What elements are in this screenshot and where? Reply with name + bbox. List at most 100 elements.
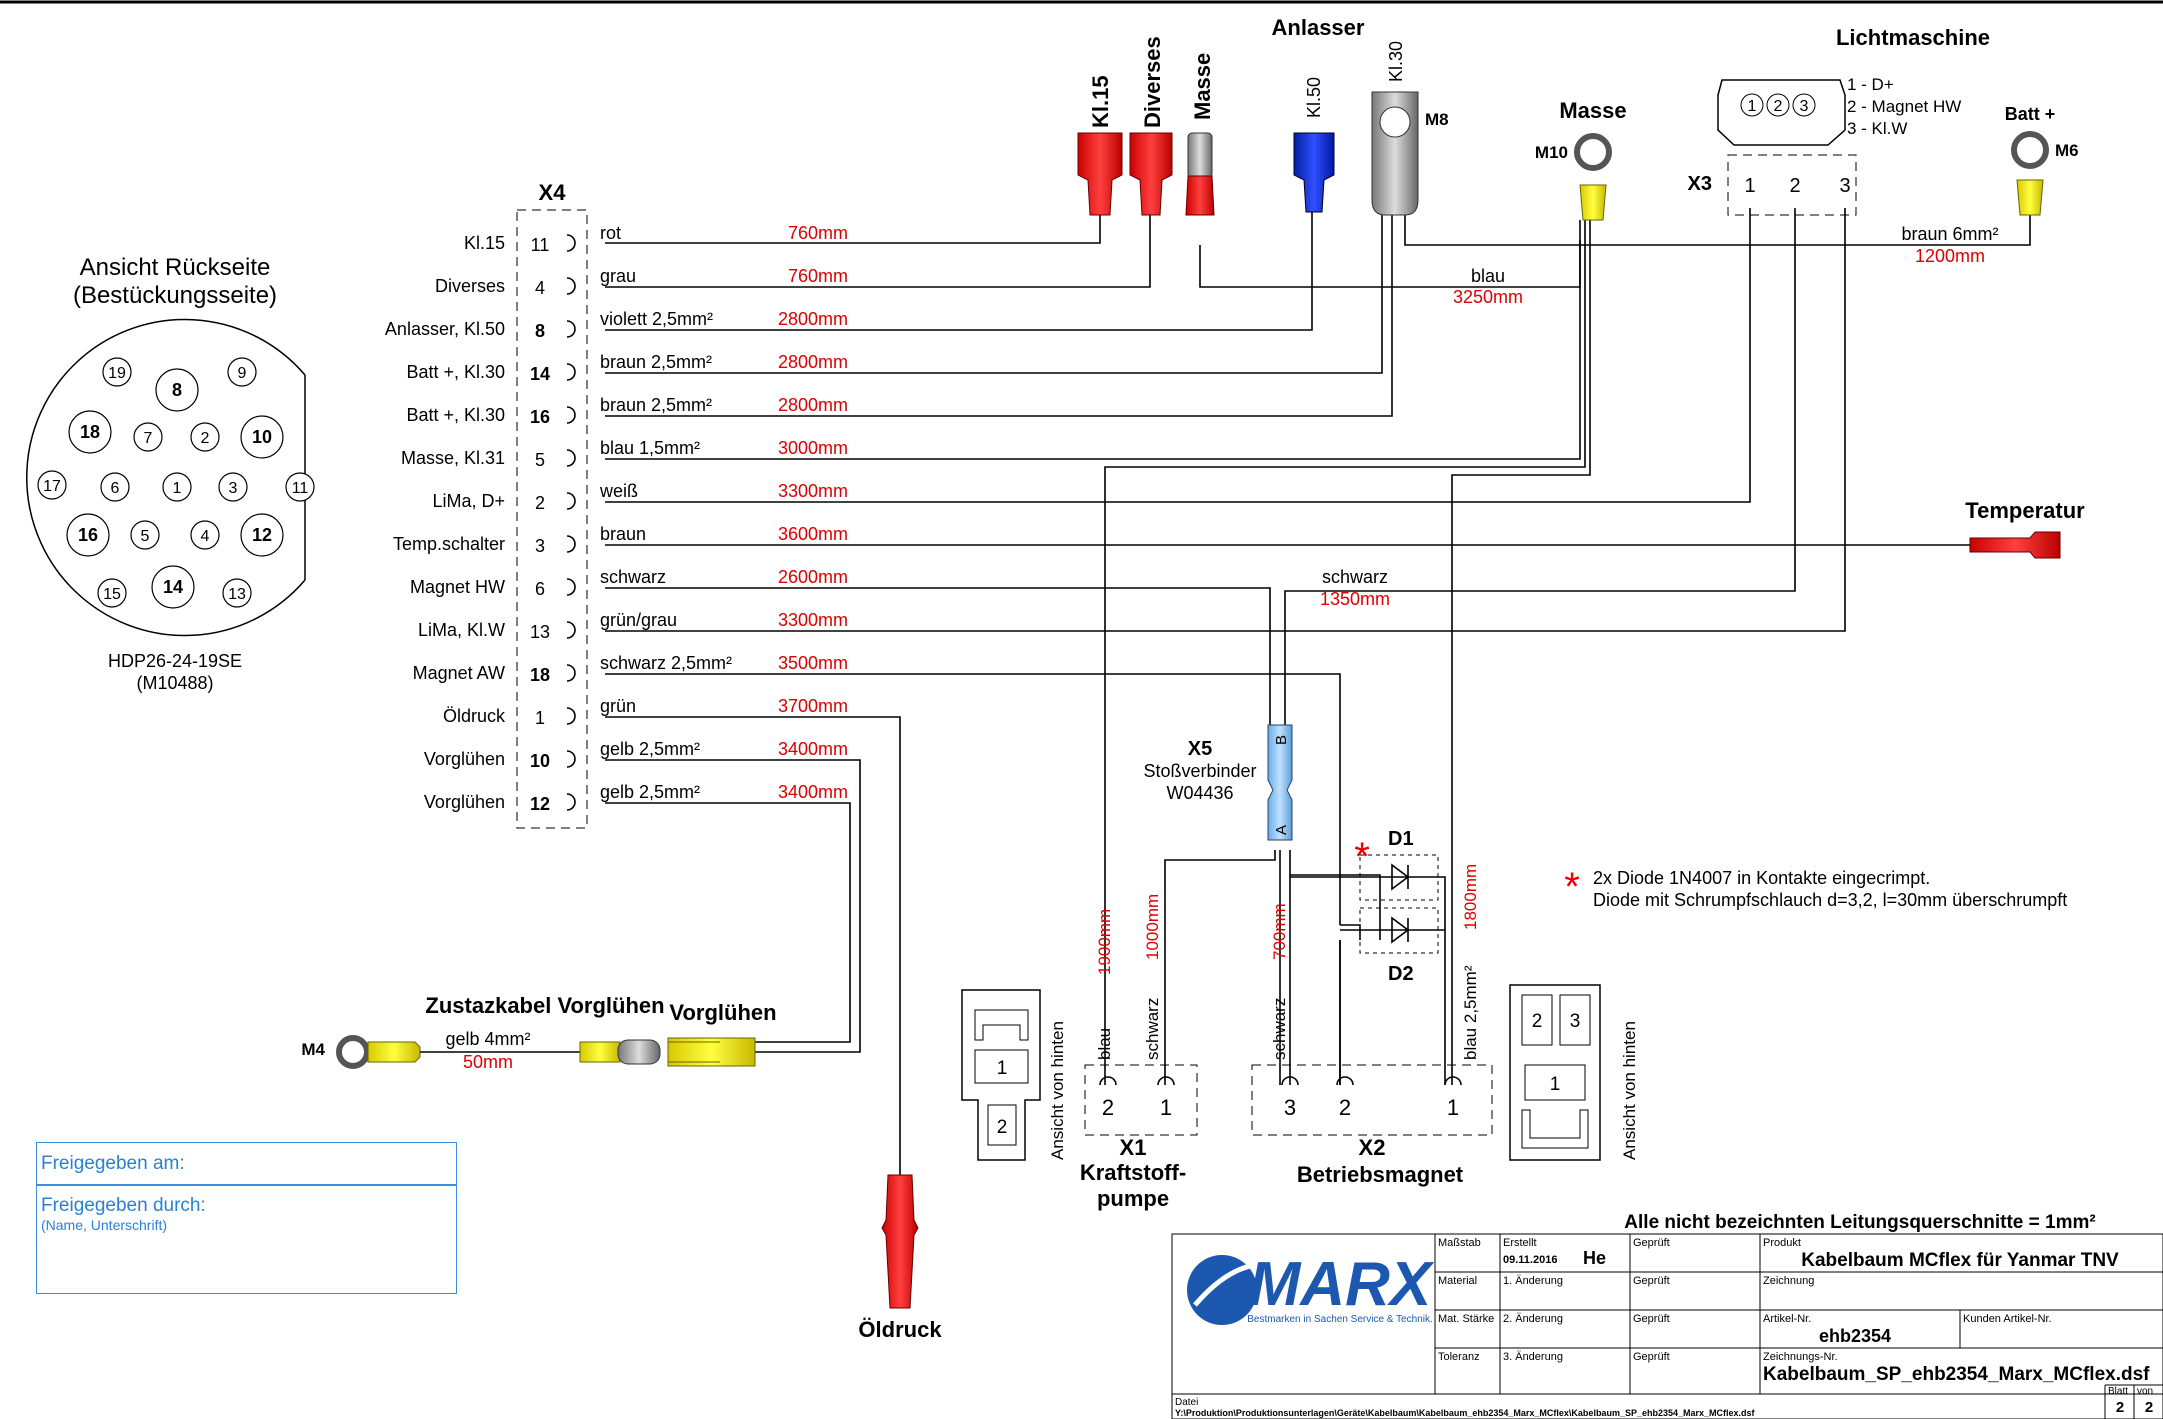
connector-pin	[151, 565, 195, 609]
svg-text:X1: X1	[1120, 1135, 1147, 1160]
x4-row-pin: 4	[535, 278, 545, 298]
connector-pin-label: 1	[173, 480, 182, 497]
svg-text:pumpe: pumpe	[1097, 1186, 1169, 1211]
connector-pin	[133, 422, 163, 452]
x4-row-name: Batt +, Kl.30	[406, 362, 505, 382]
x4-contact	[566, 664, 576, 682]
svg-text:schwarz: schwarz	[1143, 998, 1162, 1060]
connector-pin-label: 11	[292, 480, 309, 497]
x4-row-pin: 1	[535, 708, 545, 728]
svg-text:1: 1	[1447, 1095, 1459, 1120]
svg-text:MARX: MARX	[1249, 1250, 1435, 1319]
svg-text:M10: M10	[1535, 143, 1568, 162]
x4-contact	[566, 492, 576, 510]
svg-text:1: 1	[1744, 175, 1755, 197]
connector-pin-label: 19	[108, 365, 126, 382]
svg-text:*: *	[1354, 835, 1370, 879]
connector-pin-label: 18	[80, 422, 100, 442]
connector-pin	[102, 357, 132, 387]
x4-row-name: LiMa, D+	[432, 491, 505, 511]
connector-part-no: (M10488)	[136, 673, 213, 693]
terminal-oeldruck: Öldruck	[858, 1174, 942, 1342]
connector-pin-label: 16	[78, 525, 98, 545]
connector-pin-label: 17	[43, 478, 61, 495]
svg-text:X2: X2	[1359, 1135, 1386, 1160]
svg-text:Lichtmaschine: Lichtmaschine	[1836, 25, 1990, 50]
x4-row-length: 2600mm	[778, 567, 848, 587]
x4-row-name: Magnet AW	[413, 663, 505, 683]
svg-text:2: 2	[1774, 98, 1783, 115]
connector-rear-view: Ansicht Rückseite (Bestückungsseite) 19 8…	[26, 254, 315, 693]
svg-text:schwarz: schwarz	[1270, 998, 1289, 1060]
x4-contact	[566, 535, 576, 553]
svg-text:Kraftstoff-: Kraftstoff-	[1080, 1160, 1186, 1185]
svg-text:D2: D2	[1388, 963, 1414, 985]
terminal-diverses: Diverses	[1129, 36, 1173, 216]
anlasser-label: Anlasser	[1272, 15, 1365, 40]
connector-pin-label: 3	[229, 480, 238, 497]
x4-row-length: 3500mm	[778, 653, 848, 673]
x4-row-pin: 6	[535, 579, 545, 599]
x4-row-name: Vorglühen	[424, 749, 505, 769]
vorgluehen-cable: Zustazkabel Vorglühen Vorglühen M4 gelb …	[301, 993, 776, 1072]
svg-text:M6: M6	[2055, 141, 2079, 160]
view-title-2: (Bestückungsseite)	[73, 282, 277, 309]
svg-text:2: 2	[2116, 1399, 2124, 1416]
x4-row-pin: 11	[531, 235, 550, 255]
svg-text:X5: X5	[1188, 738, 1212, 760]
x4-row-name: Masse, Kl.31	[401, 448, 505, 468]
svg-text:Mat. Stärke: Mat. Stärke	[1438, 1313, 1494, 1325]
connector-pin-label: 4	[201, 528, 210, 545]
x4-contact	[566, 793, 576, 811]
connector-pin	[240, 513, 284, 557]
lichtmaschine: Lichtmaschine 1 2 3 1 - D+ 2 - Magnet HW…	[1688, 25, 1990, 216]
x4-row-name: Diverses	[435, 276, 505, 296]
x4-contact	[566, 234, 576, 252]
x2-betriebsmagnet: 3 2 1 X2 Betriebsmagnet Ansicht von hint…	[1251, 984, 1639, 1187]
x4-contact	[566, 621, 576, 639]
connector-pin-label: 8	[172, 380, 182, 400]
svg-text:Masse: Masse	[1559, 98, 1626, 123]
label-blau-len: 3250mm	[1453, 287, 1523, 307]
x4-row-length: 760mm	[788, 266, 848, 286]
connector-pin	[97, 578, 127, 608]
connector-pin-label: 14	[163, 577, 183, 597]
svg-text:B: B	[1273, 735, 1290, 745]
x4-contact	[566, 363, 576, 381]
x4-row-length: 3300mm	[778, 610, 848, 630]
svg-text:2: 2	[1339, 1095, 1351, 1120]
svg-text:Diverses: Diverses	[1140, 36, 1165, 128]
x4-row-length: 3400mm	[778, 739, 848, 759]
terminal-kl15: Kl.15	[1077, 75, 1123, 216]
x4-row-pin: 12	[530, 794, 550, 814]
x4-row-color: braun 2,5mm²	[600, 352, 712, 372]
x4-row-name: Öldruck	[443, 706, 506, 726]
connector-pin-label: 12	[252, 525, 272, 545]
svg-text:Vorglühen: Vorglühen	[669, 1000, 776, 1025]
svg-text:1000mm: 1000mm	[1143, 894, 1162, 960]
x4-row-length: 2800mm	[778, 395, 848, 415]
svg-text:09.11.2016: 09.11.2016	[1503, 1254, 1557, 1266]
svg-text:Stoßverbinder: Stoßverbinder	[1143, 761, 1256, 781]
x4-row-pin: 10	[530, 751, 550, 771]
svg-text:Toleranz: Toleranz	[1438, 1351, 1480, 1363]
x1-kraftstoffpumpe: 2 1 X1 Kraftstoff- pumpe Ansicht von hin…	[961, 989, 1198, 1211]
connector-pin-label: 6	[111, 480, 120, 497]
svg-text:Temperatur: Temperatur	[1965, 498, 2085, 523]
svg-text:2 - Magnet HW: 2 - Magnet HW	[1847, 97, 1961, 116]
connector-pin	[66, 513, 110, 557]
svg-text:Kabelbaum MCflex für Yanmar TN: Kabelbaum MCflex für Yanmar TNV	[1801, 1250, 2119, 1271]
x4-row-color: braun	[600, 524, 646, 544]
svg-text:Zeichnung: Zeichnung	[1763, 1275, 1814, 1287]
x4-row-length: 760mm	[788, 223, 848, 243]
x4-row-length: 3300mm	[778, 481, 848, 501]
view-title-1: Ansicht Rückseite	[80, 254, 271, 281]
svg-text:50mm: 50mm	[463, 1052, 513, 1072]
x4-contact	[566, 406, 576, 424]
svg-text:Ansicht von hinten: Ansicht von hinten	[1620, 1021, 1639, 1160]
x4-row-color: rot	[600, 223, 621, 243]
svg-text:Öldruck: Öldruck	[858, 1317, 942, 1342]
svg-text:Zeichnungs-Nr.: Zeichnungs-Nr.	[1763, 1351, 1838, 1363]
